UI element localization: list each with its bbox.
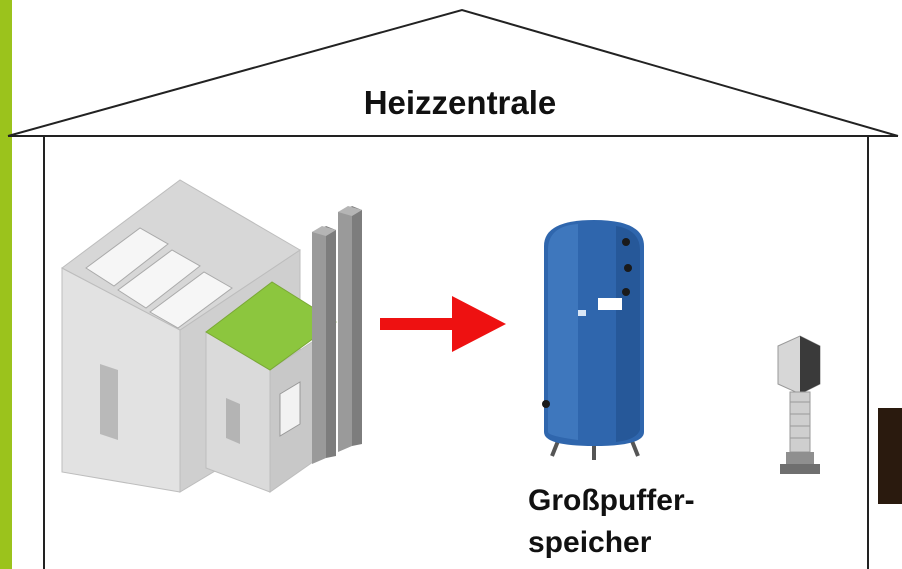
house-outline <box>7 8 899 569</box>
storage-label-line2: speicher <box>528 526 652 559</box>
heating-plant-icon <box>61 179 362 493</box>
buffer-tank-icon <box>542 220 644 460</box>
storage-label-line1: Großpuffer- <box>528 484 695 517</box>
storage-label: Großpuffer- speicher <box>528 480 695 564</box>
diagram-title: Heizzentrale <box>363 84 557 121</box>
green-accent-bar <box>0 0 12 569</box>
arrow-right-icon <box>380 296 506 352</box>
pump-icon <box>777 335 821 474</box>
cropped-edge-image <box>878 408 902 504</box>
